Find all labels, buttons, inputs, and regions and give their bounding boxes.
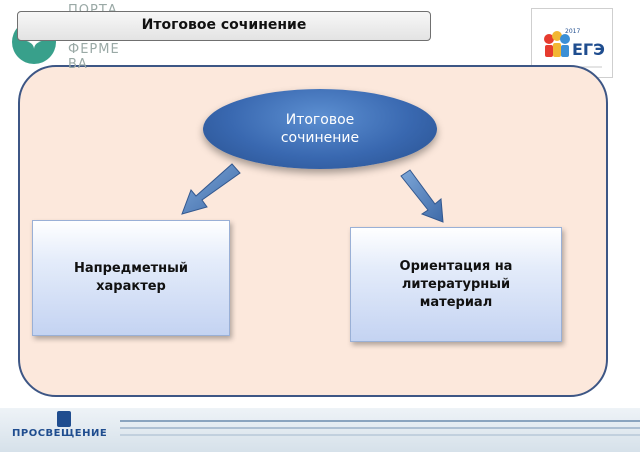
arrow-down-left-icon [181,163,241,215]
subject-box-left: Напредметный характер [32,220,230,336]
footer-stripe [120,427,640,429]
prosveshchenie-logo-icon [57,411,71,427]
central-topic-label: Итоговое сочинение [280,112,360,146]
slide-title: Итоговое сочинение [17,11,431,41]
arrow-down-right-icon [400,169,444,223]
ege-logo-text: ЕГЭ [572,40,605,59]
footer-stripe [120,420,640,422]
background-text: ВА [68,57,88,72]
central-topic-ellipse: Итоговое сочинение [203,89,437,169]
background-text: ФЕРМЕ [68,42,120,57]
right-box-label: Ориентация на литературный материал [399,258,513,310]
left-box-label: Напредметный характер [73,261,189,294]
footer-stripe [120,434,640,436]
footer-band [0,408,640,452]
footer-brand: ПРОСВЕЩЕНИЕ [12,428,108,439]
ege-logo-year: 2017 [565,28,580,35]
subject-box-right: Ориентация на литературный материал [350,227,562,342]
